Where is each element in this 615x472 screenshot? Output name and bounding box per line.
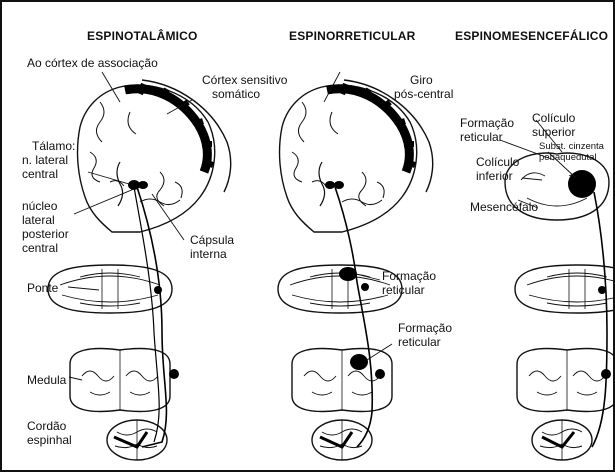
label-subst-cinzenta-line1: Subst. cinzenta bbox=[539, 141, 604, 152]
label-capsula-line2: interna bbox=[190, 248, 227, 261]
label-formacao-reticular-medula-line2: reticular bbox=[398, 336, 441, 349]
label-formacao-reticular-pons-line2: reticular bbox=[382, 284, 425, 297]
label-mesencefalo: Mesencéfalo bbox=[470, 201, 538, 214]
label-formacao-reticular-pons-line1: Formação bbox=[382, 270, 436, 283]
label-talamo-line3: central bbox=[22, 168, 58, 181]
label-coliculo-superior-line2: superior bbox=[532, 126, 575, 139]
label-talamo-line2: n. lateral bbox=[22, 154, 68, 167]
label-nucleo-line1: núcleo bbox=[22, 200, 57, 213]
label-giro-line2: pós-central bbox=[394, 88, 453, 101]
label-nucleo-line2: lateral bbox=[22, 214, 55, 227]
label-coliculo-superior-line1: Colículo bbox=[532, 112, 575, 125]
label-cortex-associacao: Ao córtex de associação bbox=[27, 57, 158, 70]
label-cordao-line1: Cordão bbox=[27, 420, 66, 433]
label-coliculo-inferior-line2: inferior bbox=[476, 170, 513, 183]
label-cordao-line2: espinhal bbox=[27, 434, 72, 447]
cord-section-col3 bbox=[532, 420, 592, 460]
label-talamo-line1: Tálamo: bbox=[32, 140, 75, 153]
label-nucleo-line3: posterior bbox=[22, 228, 69, 241]
label-nucleo-line4: central bbox=[22, 242, 58, 255]
medulla-section-col3 bbox=[517, 349, 615, 412]
label-giro-line1: Giro bbox=[410, 74, 433, 87]
medulla-section-col1 bbox=[70, 349, 170, 412]
medulla-section-col2 bbox=[292, 349, 392, 412]
label-medula: Medula bbox=[27, 374, 66, 387]
brain-section-col2 bbox=[280, 80, 433, 232]
pons-section-col1 bbox=[48, 265, 172, 313]
label-ponte: Ponte bbox=[27, 282, 58, 295]
brain-section-col1 bbox=[78, 80, 231, 232]
label-coliculo-inferior-line1: Colículo bbox=[476, 156, 519, 169]
label-capsula-line1: Cápsula bbox=[190, 234, 234, 247]
label-cortex-sensitivo-line1: Córtex sensitivo bbox=[202, 74, 287, 87]
label-subst-cinzenta-line2: periaquedutal bbox=[539, 152, 597, 163]
label-formacao-reticular-mesencefalo-line1: Formação bbox=[460, 117, 514, 130]
label-formacao-reticular-medula-line1: Formação bbox=[398, 322, 452, 335]
label-cortex-sensitivo-line2: somático bbox=[212, 88, 260, 101]
label-formacao-reticular-mesencefalo-line2: reticular bbox=[460, 131, 503, 144]
